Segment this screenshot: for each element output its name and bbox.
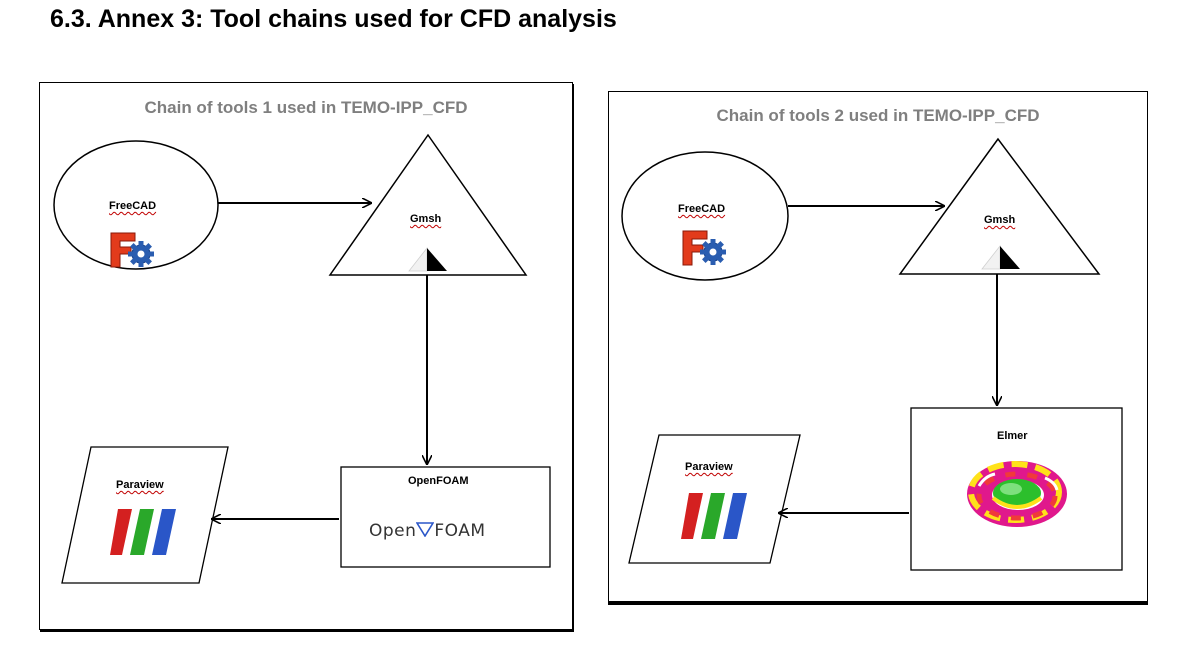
openfoam-logo: Open FOAM bbox=[369, 521, 486, 541]
gmsh-label: Gmsh bbox=[984, 214, 1016, 226]
openfoam-logo-left: Open bbox=[369, 521, 417, 541]
freecad-logo-icon bbox=[682, 230, 726, 266]
openfoam-label: OpenFOAM bbox=[408, 475, 469, 487]
freecad-logo-icon bbox=[110, 232, 154, 268]
elmer-label: Elmer bbox=[997, 430, 1028, 442]
freecad-label: FreeCAD bbox=[109, 200, 157, 212]
freecad-node bbox=[53, 140, 219, 270]
chain-1-title: Chain of tools 1 used in TEMO-IPP_CFD bbox=[144, 98, 468, 117]
chain-1-panel: Chain of tools 1 used in TEMO-IPP_CFD Fr… bbox=[39, 82, 573, 630]
nabla-icon bbox=[415, 522, 435, 538]
gmsh-label: Gmsh bbox=[410, 213, 442, 225]
paraview-logo-icon bbox=[110, 509, 176, 555]
freecad-node bbox=[621, 151, 789, 281]
paraview-label: Paraview bbox=[116, 479, 164, 491]
chain-2-title: Chain of tools 2 used in TEMO-IPP_CFD bbox=[716, 106, 1040, 125]
section-heading: 6.3. Annex 3: Tool chains used for CFD a… bbox=[50, 5, 617, 33]
gmsh-logo-icon bbox=[981, 244, 1020, 270]
gmsh-node bbox=[898, 137, 1101, 275]
elmer-torus-icon bbox=[967, 461, 1067, 527]
chain-2-panel: Chain of tools 2 used in TEMO-IPP_CFD Fr… bbox=[608, 91, 1148, 605]
openfoam-node bbox=[340, 466, 551, 568]
paraview-label: Paraview bbox=[685, 461, 733, 473]
openfoam-logo-right: FOAM bbox=[434, 521, 486, 541]
paraview-logo-icon bbox=[681, 493, 747, 539]
gmsh-logo-icon bbox=[408, 246, 447, 272]
freecad-label: FreeCAD bbox=[678, 203, 726, 215]
